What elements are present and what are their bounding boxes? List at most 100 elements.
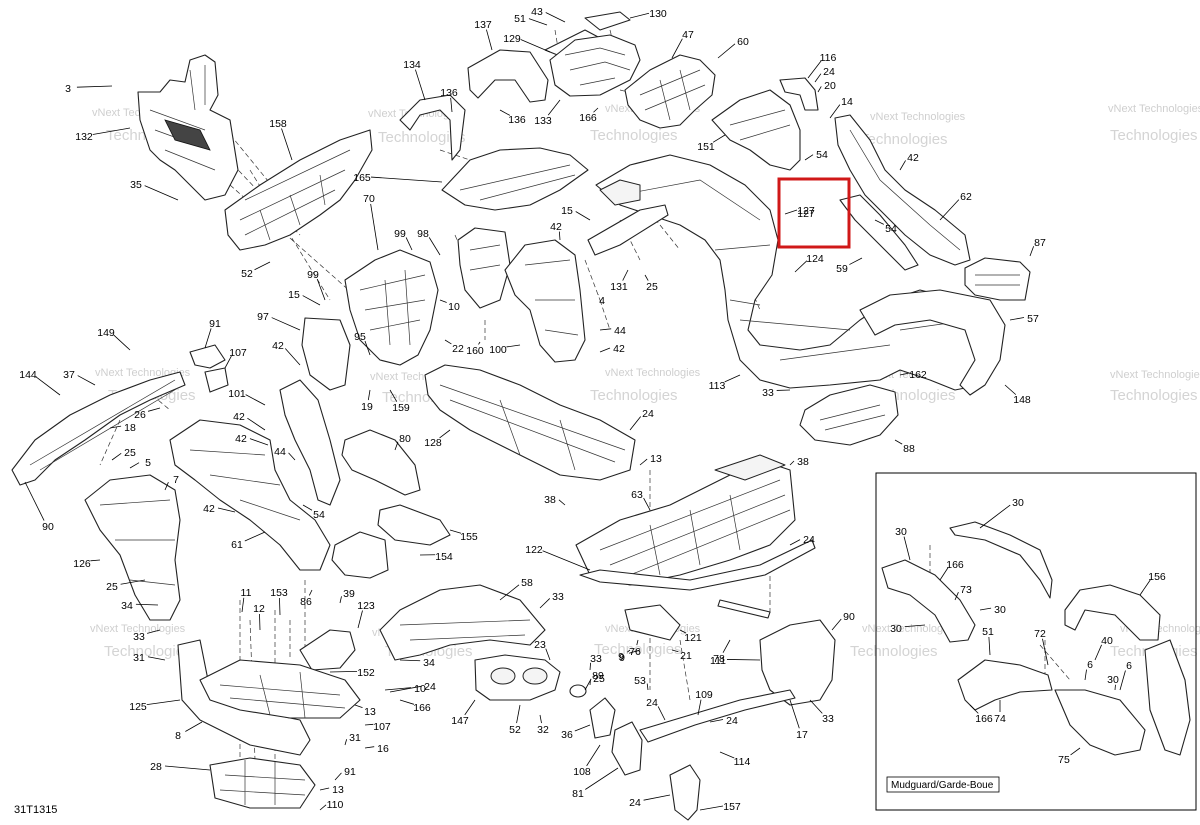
callout-label: 17	[796, 729, 808, 741]
callout-label: 42	[272, 340, 284, 352]
reference-code: 31T1315	[14, 804, 57, 816]
callout-label: 156	[1148, 571, 1166, 583]
leader-line	[671, 38, 683, 59]
mudguard-inset: Mudguard/Garde-Boue	[875, 472, 1197, 811]
callout-label: 136	[508, 114, 526, 126]
leader-line	[1004, 384, 1017, 395]
leader-line	[644, 274, 649, 281]
callout-label: 157	[723, 801, 741, 813]
callout-label: 128	[424, 437, 442, 449]
leader-lines	[24, 12, 1151, 811]
callout-label: 73	[960, 584, 972, 596]
leader-line	[77, 375, 96, 386]
callout-label: 38	[797, 456, 809, 468]
callout-label: 54	[313, 509, 325, 521]
callout-label: 36	[561, 729, 573, 741]
callout-label: 121	[684, 632, 702, 644]
callout-label: 44	[614, 325, 626, 337]
leader-line	[599, 328, 612, 331]
callout-label: 42	[907, 152, 919, 164]
leader-line	[599, 347, 611, 353]
leader-line	[76, 85, 113, 88]
callout-label: 166	[975, 713, 993, 725]
callout-label: 18	[124, 422, 136, 434]
leader-line	[284, 348, 301, 366]
callout-label: 13	[364, 706, 376, 718]
callout-label: 148	[1013, 394, 1031, 406]
leader-line	[717, 43, 736, 59]
leader-line	[724, 374, 741, 383]
leader-line	[657, 706, 666, 721]
callout-label: 40	[1101, 635, 1113, 647]
callout-label: 134	[403, 59, 421, 71]
watermark: vNext Technologies	[90, 623, 186, 635]
callout-label: 100	[489, 344, 507, 356]
leader-line	[506, 344, 521, 348]
watermark: vNext Technologies	[1110, 369, 1200, 381]
callout-label: 10	[448, 301, 460, 313]
parts-layer	[11, 11, 1031, 821]
leader-line	[111, 452, 122, 461]
leader-line	[308, 589, 313, 596]
leader-line	[135, 603, 159, 606]
leader-line	[628, 649, 641, 654]
callout-label: 6	[1126, 660, 1132, 672]
callout-label: 97	[257, 311, 269, 323]
leader-line	[389, 685, 422, 693]
callout-label: 33	[590, 653, 602, 665]
callout-label: 15	[561, 205, 573, 217]
leader-line	[389, 389, 398, 402]
callout-label: 110	[327, 799, 344, 811]
callout-label: 111	[710, 655, 726, 667]
callout-label: 57	[1027, 313, 1039, 325]
callout-label: 42	[235, 433, 247, 445]
callout-label: 130	[649, 8, 667, 20]
leader-line	[486, 29, 493, 51]
leader-line	[979, 607, 992, 611]
callout-label: 47	[682, 29, 694, 41]
leader-line	[302, 295, 321, 306]
leader-line	[899, 160, 906, 171]
leader-line	[784, 209, 798, 215]
leader-line	[439, 429, 451, 439]
callout-label: 37	[63, 369, 75, 381]
callout-label: 144	[19, 369, 37, 381]
leader-line	[849, 257, 863, 265]
leader-line	[814, 73, 822, 83]
leader-line	[357, 610, 363, 629]
leader-line	[185, 721, 203, 732]
callout-label: 78	[713, 653, 725, 665]
callout-label: 21	[680, 650, 692, 662]
leader-line	[646, 683, 649, 691]
leader-line	[643, 794, 671, 801]
leader-line	[24, 481, 45, 521]
leader-line	[831, 618, 842, 631]
leader-line	[249, 438, 269, 446]
leader-line	[584, 678, 592, 691]
leader-line	[829, 104, 841, 119]
callout-label: 12	[253, 603, 265, 615]
leader-line	[370, 203, 379, 251]
watermark: Technologies	[590, 387, 678, 404]
callout-label: 33	[762, 387, 774, 399]
callout-label: 24	[424, 681, 436, 693]
callout-label: 31	[349, 732, 361, 744]
callout-label: 28	[150, 761, 162, 773]
callout-label: 13	[650, 453, 662, 465]
leader-line	[988, 636, 991, 656]
leader-line	[979, 504, 1011, 529]
leader-line	[302, 504, 313, 511]
callout-label: 62	[960, 191, 972, 203]
callout-label: 39	[343, 588, 355, 600]
leader-line	[164, 482, 169, 491]
callout-label: 80	[399, 433, 411, 445]
leader-line	[90, 559, 101, 562]
callout-label: 33	[133, 631, 145, 643]
callout-label: 24	[646, 697, 658, 709]
leader-line	[629, 12, 650, 19]
leader-line	[405, 237, 413, 251]
callout-label: 74	[994, 713, 1006, 725]
leader-line	[622, 269, 629, 281]
leader-line	[444, 339, 452, 345]
